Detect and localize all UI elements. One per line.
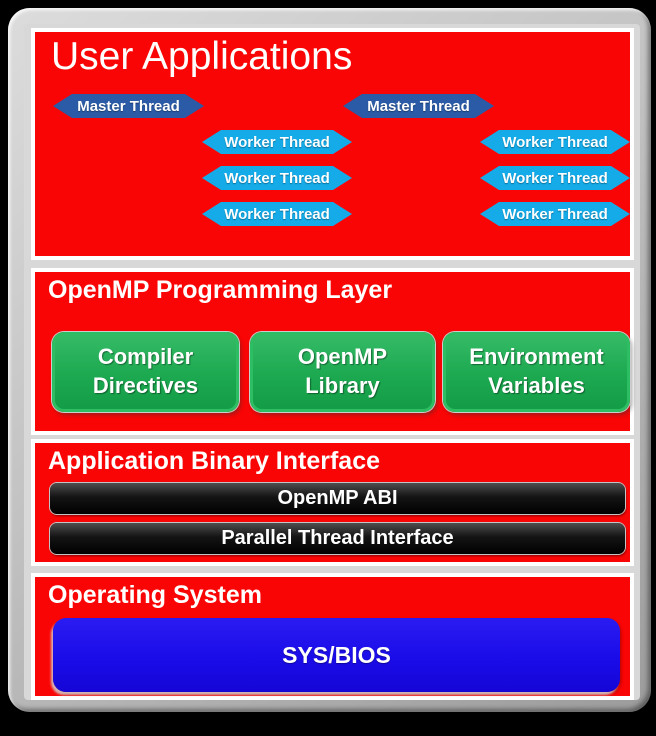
- layer-operating-system: Operating System SYS/BIOS: [31, 573, 634, 700]
- abi-bar-label: Parallel Thread Interface: [221, 527, 454, 549]
- worker-thread-label: Worker Thread: [502, 169, 608, 187]
- layer-title: Application Binary Interface: [48, 447, 381, 475]
- component-box-environment-variables: Environment Variables: [443, 332, 630, 412]
- master-thread-arrow: Master Thread: [53, 94, 204, 118]
- worker-thread-arrow: Worker Thread: [202, 202, 352, 226]
- layer-title: User Applications: [51, 35, 353, 78]
- layer-openmp-programming: OpenMP Programming Layer Compiler Direct…: [31, 268, 634, 435]
- abi-bar-openmp-abi: OpenMP ABI: [50, 483, 625, 514]
- master-thread-arrow: Master Thread: [343, 94, 494, 118]
- layer-user-applications: User Applications Master Thread Master T…: [31, 28, 634, 260]
- worker-thread-label: Worker Thread: [224, 205, 330, 223]
- abi-bar-label: OpenMP ABI: [277, 487, 398, 509]
- worker-thread-label: Worker Thread: [502, 133, 608, 151]
- worker-thread-arrow: Worker Thread: [480, 202, 630, 226]
- worker-thread-arrow: Worker Thread: [202, 130, 352, 154]
- abi-bar-parallel-thread-interface: Parallel Thread Interface: [50, 523, 625, 554]
- master-thread-label: Master Thread: [77, 97, 180, 115]
- component-box-label: Compiler Directives: [92, 344, 199, 398]
- worker-thread-arrow: Worker Thread: [202, 166, 352, 190]
- worker-thread-label: Worker Thread: [224, 169, 330, 187]
- component-box-compiler-directives: Compiler Directives: [52, 332, 239, 412]
- os-box-sysbios: SYS/BIOS: [53, 618, 620, 692]
- worker-thread-arrow: Worker Thread: [480, 130, 630, 154]
- component-box-label: OpenMP Library: [297, 344, 388, 398]
- master-thread-label: Master Thread: [367, 97, 470, 115]
- component-box-label: Environment Variables: [469, 344, 604, 398]
- os-box-label: SYS/BIOS: [282, 641, 391, 668]
- worker-thread-arrow: Worker Thread: [480, 166, 630, 190]
- layer-application-binary-interface: Application Binary Interface OpenMP ABI …: [31, 439, 634, 566]
- layer-title: Operating System: [48, 581, 262, 609]
- component-box-openmp-library: OpenMP Library: [250, 332, 435, 412]
- worker-thread-label: Worker Thread: [502, 205, 608, 223]
- layer-title: OpenMP Programming Layer: [48, 276, 393, 304]
- worker-thread-label: Worker Thread: [224, 133, 330, 151]
